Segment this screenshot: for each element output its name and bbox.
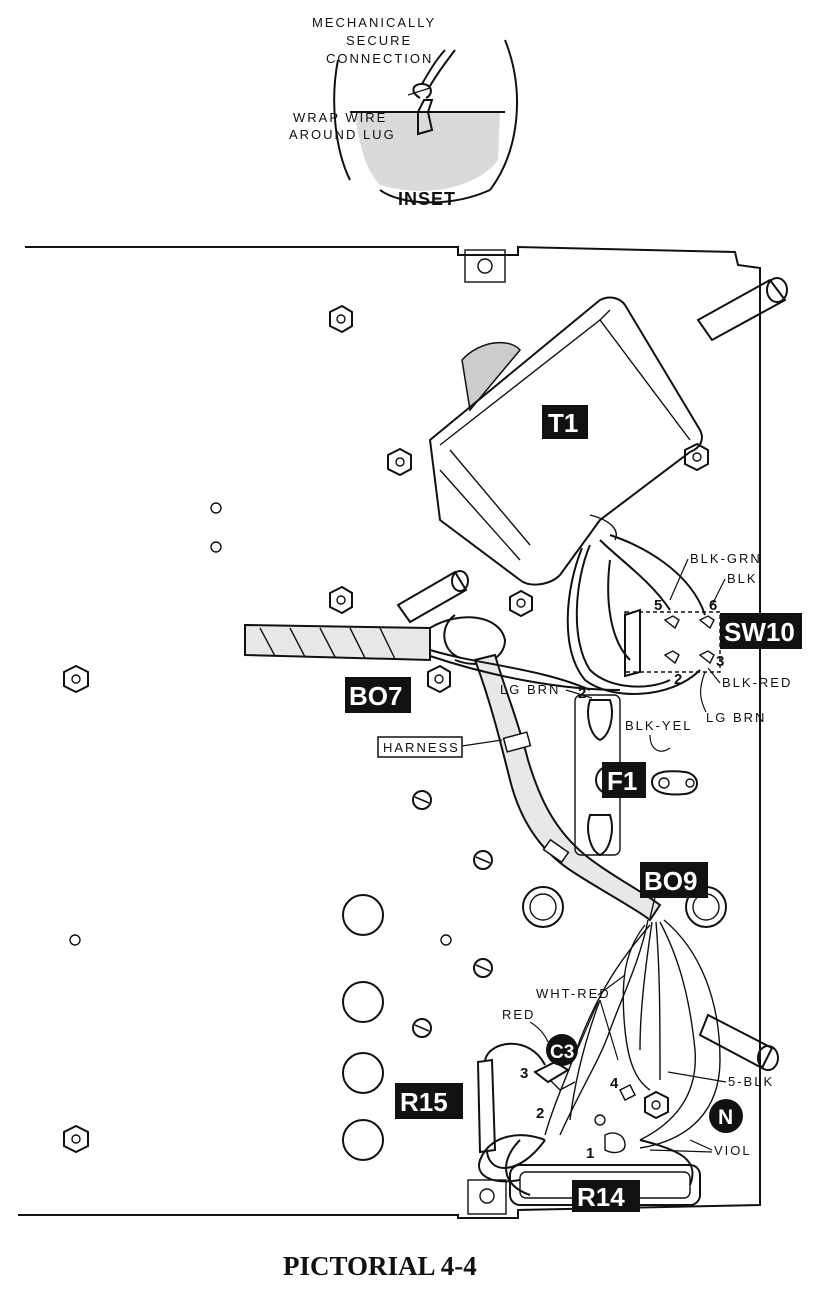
large-hole — [343, 1120, 383, 1160]
inset-wrap-line-2: AROUND LUG — [289, 127, 396, 142]
wire-label-viol: VIOL — [714, 1143, 752, 1158]
sw10-lug-5: 5 — [654, 597, 662, 614]
wire-label-lg-brn-left: LG BRN — [500, 682, 560, 697]
r14-label: R14 — [577, 1182, 625, 1212]
leader-5-blk — [668, 1072, 726, 1082]
mounting-hole — [211, 542, 221, 552]
c3-label: C3 — [550, 1042, 574, 1063]
capacitor-c3 — [535, 1062, 575, 1090]
leader-lg-brn-right — [701, 672, 706, 712]
wire-harness — [245, 615, 660, 920]
leader-blk-red — [708, 668, 720, 683]
wire-label-red: RED — [502, 1007, 535, 1022]
wire-fanout — [479, 920, 720, 1195]
inset-note-line-2: SECURE — [346, 33, 412, 48]
large-hole — [343, 1053, 383, 1093]
mounting-hole — [211, 503, 221, 513]
screw-head — [413, 1019, 431, 1037]
hex-nut — [330, 306, 352, 332]
harness-label: HARNESS — [383, 740, 460, 755]
f1-lug-2: 2 — [578, 685, 586, 702]
screw-head — [413, 791, 431, 809]
mounting-hole — [441, 935, 451, 945]
t1-label: T1 — [548, 408, 578, 438]
inset-wrap-line-1: WRAP WIRE — [293, 110, 387, 125]
leader-blk-grn — [670, 559, 688, 600]
transformer-leads — [568, 535, 705, 694]
n-lug-4: 4 — [610, 1075, 619, 1092]
bottom-bracket-hole — [480, 1189, 494, 1203]
hex-nut — [510, 591, 532, 616]
standoff-middle — [398, 571, 468, 622]
large-hole — [343, 982, 383, 1022]
n-label: N — [718, 1106, 733, 1129]
leader-viol-1 — [690, 1140, 712, 1150]
leader-viol-2 — [650, 1150, 712, 1152]
r15-label: R15 — [400, 1087, 448, 1117]
f1-label: F1 — [607, 766, 637, 796]
standoff-top-right — [698, 278, 787, 340]
standoff-bottom-right — [700, 1015, 778, 1070]
leader-harness — [462, 740, 502, 746]
figure-caption: PICTORIAL 4-4 — [283, 1251, 477, 1281]
leader-wht-red-2 — [600, 1000, 618, 1060]
terminal-strip-n — [595, 1085, 635, 1152]
leader-wht-red-1 — [598, 975, 625, 995]
wire-label-blk-red: BLK-RED — [722, 675, 792, 690]
hex-nut — [64, 1126, 88, 1152]
screw-head — [474, 851, 492, 869]
sw10-lug-2: 2 — [674, 671, 682, 688]
sw10-lug-3: 3 — [716, 653, 724, 670]
leader-red — [530, 1022, 548, 1042]
wire-label-lg-brn-right: LG BRN — [706, 710, 766, 725]
leader-blk-yel — [650, 735, 670, 751]
top-bracket-hole — [478, 259, 492, 273]
mounting-hole — [70, 935, 80, 945]
hex-nut — [330, 587, 352, 613]
inset: MECHANICALLY SECURE CONNECTION WRAP WIRE… — [289, 15, 517, 209]
wire-label-blk-grn: BLK-GRN — [690, 551, 762, 566]
inset-note-line-3: CONNECTION — [326, 51, 433, 66]
hex-nut — [64, 666, 88, 692]
bo9-label: BO9 — [644, 866, 697, 896]
sw10-label: SW10 — [724, 617, 795, 647]
c3-lug-2: 2 — [536, 1105, 544, 1122]
wire-label-5-blk: 5-BLK — [728, 1074, 774, 1089]
leader-blk — [712, 579, 725, 605]
bo7-label: BO7 — [349, 681, 402, 711]
grommet-hole — [523, 887, 563, 927]
c3-lug-3: 3 — [520, 1065, 528, 1082]
inset-note-line-1: MECHANICALLY — [312, 15, 436, 30]
hex-nut — [428, 666, 450, 692]
transformer-t1 — [430, 298, 702, 585]
bottom-bracket — [468, 1180, 506, 1214]
inset-arrow — [408, 88, 430, 95]
c3-lug-1: 1 — [586, 1145, 594, 1162]
hex-nut — [388, 449, 411, 475]
inset-title: INSET — [398, 189, 456, 209]
sw10-lug-6: 6 — [709, 597, 717, 614]
hex-nut — [645, 1092, 668, 1118]
screw-head — [474, 959, 492, 977]
wire-label-blk-yel: BLK-YEL — [625, 718, 692, 733]
switch-sw10 — [625, 610, 720, 676]
large-hole — [343, 895, 383, 935]
leader-wht-red-3 — [575, 1002, 598, 1055]
wire-label-blk: BLK — [727, 571, 758, 586]
